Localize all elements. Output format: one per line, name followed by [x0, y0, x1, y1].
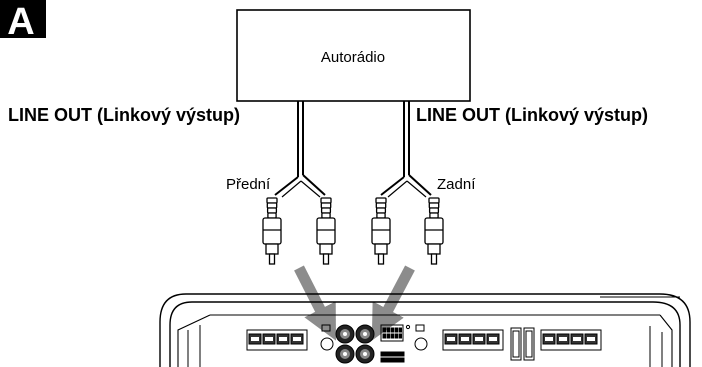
- figure-label: A: [7, 1, 34, 43]
- rca-plug: [424, 197, 444, 265]
- terminal-block: [540, 329, 602, 351]
- cable-front: [274, 101, 326, 198]
- rca-plug: [262, 197, 282, 265]
- arrow-front: [294, 265, 336, 341]
- rca-plug: [316, 197, 336, 265]
- amplifier: [159, 293, 691, 367]
- cable-rear: [380, 101, 432, 198]
- rca-input-jack: [355, 344, 375, 364]
- arrow-rear: [371, 265, 415, 341]
- rca-plug: [371, 197, 391, 265]
- amplifier-terminals: [246, 324, 602, 364]
- rca-input-jack: [355, 324, 375, 344]
- head-unit-label: Autorádio: [321, 49, 385, 66]
- amplifier-controls: [320, 324, 535, 363]
- figure-badge: A: [0, 0, 46, 43]
- rca-input-jack: [335, 344, 355, 364]
- line-out-left-label: LINE OUT (Linkový výstup): [8, 105, 240, 125]
- signal-arrows: [294, 265, 415, 341]
- line-out-right-label: LINE OUT (Linkový výstup): [416, 105, 648, 125]
- head-unit: Autorádio: [236, 9, 471, 102]
- terminal-block: [442, 329, 504, 351]
- rear-label: Zadní: [437, 176, 476, 193]
- front-label: Přední: [226, 176, 271, 193]
- terminal-block: [246, 329, 308, 351]
- rca-input-jack: [335, 324, 355, 344]
- rca-plugs: [262, 197, 444, 265]
